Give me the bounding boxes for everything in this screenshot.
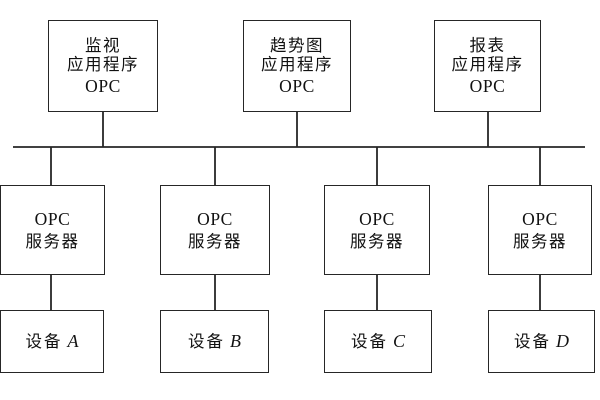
- app-box-trend[interactable]: 趋势图 应用程序 OPC: [243, 20, 351, 112]
- server-c-line1: OPC: [359, 209, 395, 230]
- device-d-tag: D: [556, 330, 569, 351]
- server-box-b[interactable]: OPC 服务器: [160, 185, 270, 275]
- server-d-line2: 服务器: [513, 231, 567, 251]
- server-box-c[interactable]: OPC 服务器: [324, 185, 430, 275]
- server-box-a[interactable]: OPC 服务器: [0, 185, 105, 275]
- server-box-d[interactable]: OPC 服务器: [488, 185, 592, 275]
- device-b-tag: B: [230, 330, 241, 351]
- app-report-line2: 应用程序: [451, 55, 524, 75]
- server-b-line1: OPC: [197, 209, 233, 230]
- server-d-line1: OPC: [522, 209, 558, 230]
- app-box-monitor[interactable]: 监视 应用程序 OPC: [48, 20, 158, 112]
- device-b-name: 设备: [188, 331, 225, 351]
- server-a-line1: OPC: [34, 209, 71, 230]
- app-trend-line2: 应用程序: [261, 55, 333, 75]
- app-monitor-line1: 监视: [85, 35, 121, 55]
- app-report-line1: 报表: [469, 35, 506, 55]
- device-c-name: 设备: [350, 331, 388, 351]
- app-monitor-line2: 应用程序: [67, 55, 139, 75]
- server-b-line2: 服务器: [188, 231, 242, 251]
- device-c-tag: C: [392, 330, 405, 351]
- app-trend-line3: OPC: [279, 75, 315, 96]
- app-monitor-line3: OPC: [85, 75, 121, 96]
- app-trend-line1: 趋势图: [270, 35, 324, 55]
- device-a-name: 设备: [25, 331, 63, 351]
- device-box-a[interactable]: 设备 A: [0, 310, 104, 373]
- server-a-line2: 服务器: [25, 231, 80, 251]
- app-box-report[interactable]: 报表 应用程序 OPC: [434, 20, 541, 112]
- device-a-tag: A: [67, 330, 79, 351]
- app-report-line3: OPC: [469, 75, 506, 96]
- device-box-d[interactable]: 设备 D: [488, 310, 595, 373]
- server-c-line2: 服务器: [350, 231, 404, 251]
- device-box-b[interactable]: 设备 B: [160, 310, 269, 373]
- device-d-name: 设备: [514, 331, 551, 351]
- device-box-c[interactable]: 设备 C: [324, 310, 432, 373]
